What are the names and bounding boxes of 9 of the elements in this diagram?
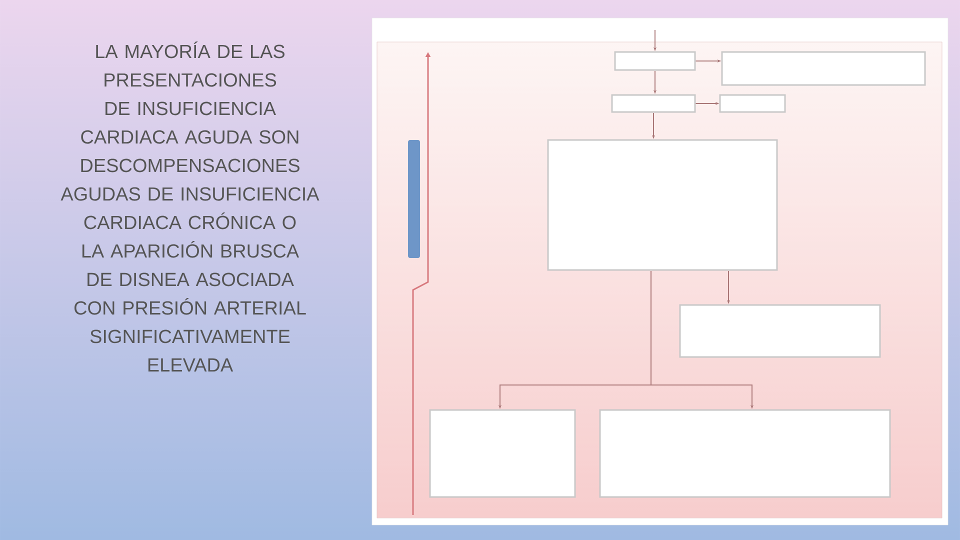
flowchart-box bbox=[599, 409, 891, 498]
flowchart-box bbox=[611, 94, 696, 113]
flowchart-box bbox=[721, 51, 926, 86]
flowchart-box bbox=[679, 304, 881, 358]
flowchart-box bbox=[614, 51, 696, 71]
slide-title: LA MAYORÍA DE LAS PRESENTACIONES DE INSUFICIENCIA CARDIACA AGUDA SON DESCOMPENSACIONES AGUDAS DE INSUFICIENCIA CARDIACA CRÓNICA O LA APARICIÓN BRUSCA DE DISNEA ASOCIADA CON PRESIÓN ARTERIAL SIGNIFICATIVAMENTE ELEVADA bbox=[60, 42, 320, 372]
flowchart-box bbox=[547, 139, 778, 271]
flowchart-box bbox=[719, 94, 786, 113]
flowchart-box bbox=[429, 409, 576, 498]
